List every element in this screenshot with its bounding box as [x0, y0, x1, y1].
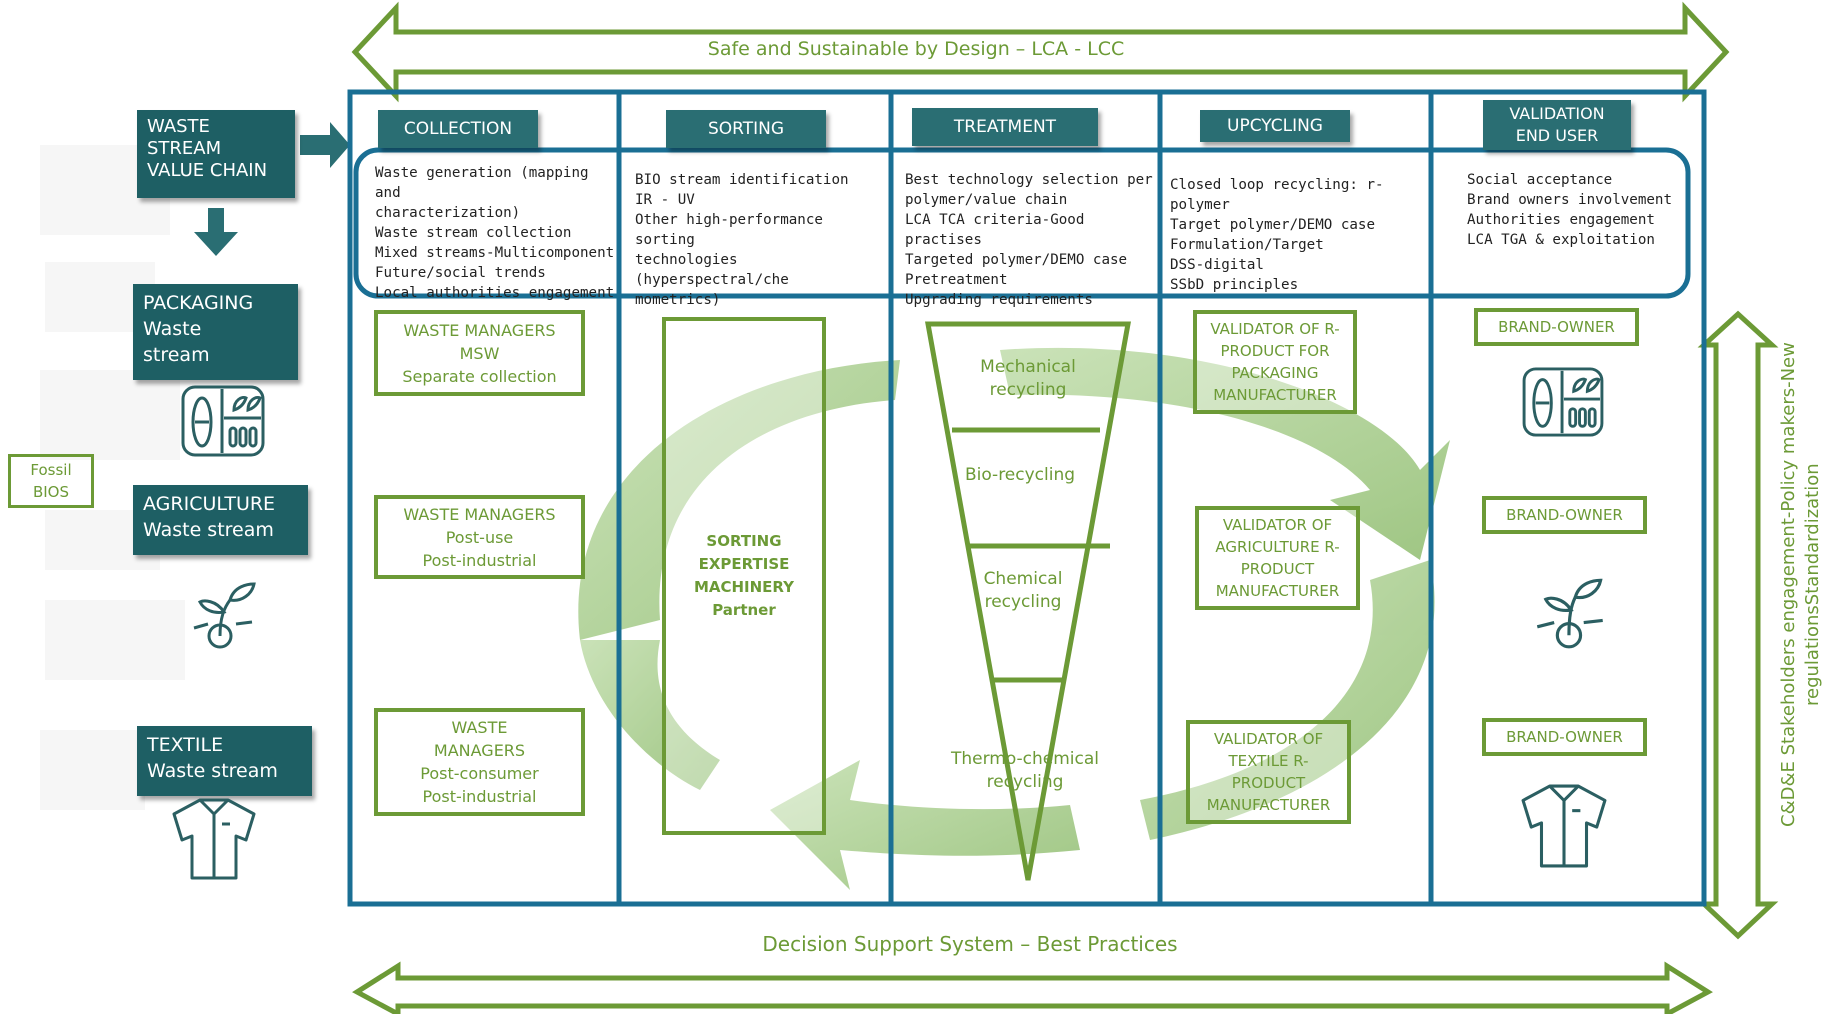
waste-managers-post-consumer-box: WASTE MANAGERS Post-consumer Post-indust…: [374, 708, 585, 816]
right-vertical-double-arrow: [1697, 310, 1779, 940]
treatment-funnel: [925, 321, 1131, 881]
textile-box: TEXTILE Waste stream: [137, 726, 312, 796]
bottom-arrow-title: Decision Support System – Best Practices: [762, 932, 1178, 956]
sprout-icon: [1528, 574, 1612, 654]
column-header-sorting: SORTING: [666, 110, 826, 148]
bottom-double-arrow: [352, 961, 1713, 1014]
shirt-icon: [170, 796, 258, 886]
waste-managers-msw-box: WASTE MANAGERS MSW Separate collection: [374, 310, 585, 396]
funnel-label-mechanical: Mechanical recycling: [980, 357, 1076, 400]
validator-textile-box: VALIDATOR OF TEXTILE R- PRODUCT MANUFACT…: [1186, 720, 1351, 824]
packaging-box: PACKAGING Waste stream: [133, 284, 298, 380]
right-vertical-title: C&D&E Stakeholders engagement-Policy mak…: [1778, 342, 1823, 828]
value-chain-right-arrow: [300, 122, 350, 168]
brand-owner-box-1: BRAND-OWNER: [1474, 308, 1639, 346]
value-chain-box: WASTE STREAM VALUE CHAIN: [137, 110, 295, 198]
sorting-partner-box: SORTING EXPERTISE MACHINERY Partner: [662, 317, 826, 835]
column-header-validation: VALIDATION END USER: [1483, 100, 1631, 150]
main-frame: [347, 89, 1707, 907]
column-header-collection: COLLECTION: [378, 110, 538, 148]
food-tray-icon: [180, 384, 266, 462]
funnel-label-chemical: Chemical recycling: [983, 569, 1063, 612]
shirt-icon: [1518, 782, 1610, 874]
recycle-arrows-graphic: [578, 347, 1450, 890]
collection-description: Waste generation (mapping and characteri…: [375, 165, 615, 301]
treatment-description: Best technology selection per polymer/va…: [905, 172, 1153, 308]
mixed-waste-image: [40, 370, 180, 460]
upcycling-description: Closed loop recycling: r-polymer Target …: [1170, 177, 1384, 293]
sprout-icon: [190, 578, 260, 654]
fossil-bios-box: Fossil BIOS: [8, 454, 94, 508]
food-tray-icon: [1520, 366, 1606, 442]
funnel-label-bio: Bio-recycling: [964, 465, 1076, 485]
column-header-upcycling: UPCYCLING: [1200, 110, 1350, 142]
funnel-label-thermo-chemical: Thermo-chemical recycling: [950, 749, 1100, 792]
agriculture-box: AGRICULTURE Waste stream: [133, 485, 308, 555]
textile-waste-image: [40, 730, 145, 810]
brand-owner-box-3: BRAND-OWNER: [1482, 718, 1647, 756]
validator-packaging-box: VALIDATOR OF R- PRODUCT FOR PACKAGING MA…: [1193, 310, 1357, 414]
column-header-treatment: TREATMENT: [912, 108, 1098, 146]
validation-description: Social acceptance Brand owners involveme…: [1467, 172, 1672, 248]
value-chain-down-arrow: [194, 208, 238, 256]
top-arrow-title: Safe and Sustainable by Design – LCA - L…: [707, 38, 1125, 60]
validator-agriculture-box: VALIDATOR OF AGRICULTURE R- PRODUCT MANU…: [1195, 506, 1360, 610]
top-double-arrow: [351, 1, 1730, 103]
brand-owner-box-2: BRAND-OWNER: [1482, 496, 1647, 534]
sorting-description: BIO stream identification IR - UV Other …: [635, 172, 849, 308]
waste-managers-post-use-box: WASTE MANAGERS Post-use Post-industrial: [374, 495, 585, 579]
plastic-bags-image: [45, 600, 185, 680]
